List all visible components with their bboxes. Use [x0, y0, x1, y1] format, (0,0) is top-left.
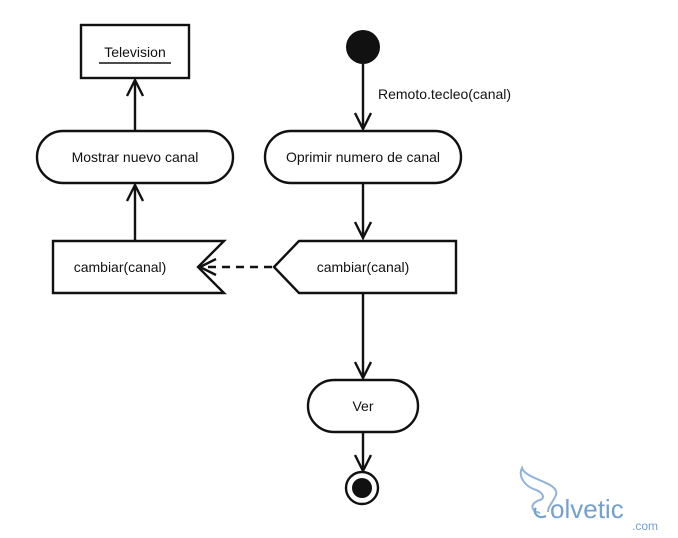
edge-send-signal-to-ver — [353, 293, 373, 381]
object-television-label: Television — [104, 44, 165, 60]
final-node — [344, 470, 380, 506]
edge-oprimir-to-send-signal — [353, 183, 373, 241]
action-ver: Ver — [306, 378, 420, 434]
edge-signal-dashed — [197, 257, 272, 277]
action-oprimir-label: Oprimir numero de canal — [286, 149, 440, 165]
edge-receive-to-mostrar — [125, 182, 145, 240]
object-television: Television — [79, 23, 191, 80]
edge-ver-to-final — [353, 432, 373, 474]
logo-brand: olvetic — [550, 494, 624, 524]
action-oprimir-numero-de-canal: Oprimir numero de canal — [263, 129, 463, 185]
send-signal-cambiar-canal: cambiar(canal) — [272, 239, 458, 295]
edge-label-remoto-tecleo: Remoto.tecleo(canal) — [378, 86, 511, 102]
edge-mostrar-to-television — [125, 77, 145, 131]
action-ver-label: Ver — [352, 398, 373, 414]
initial-node — [346, 30, 380, 64]
logo-suffix: .com — [632, 519, 658, 533]
accept-event-label: cambiar(canal) — [74, 259, 167, 275]
solvetic-logo: olvetic .com — [519, 465, 658, 533]
action-mostrar-nuevo-canal: Mostrar nuevo canal — [35, 129, 235, 185]
action-mostrar-label: Mostrar nuevo canal — [72, 149, 199, 165]
send-signal-label: cambiar(canal) — [317, 259, 410, 275]
accept-event-cambiar-canal: cambiar(canal) — [51, 239, 227, 295]
lightbulb-icon — [519, 465, 558, 514]
edge-initial-to-oprimir — [353, 64, 373, 132]
